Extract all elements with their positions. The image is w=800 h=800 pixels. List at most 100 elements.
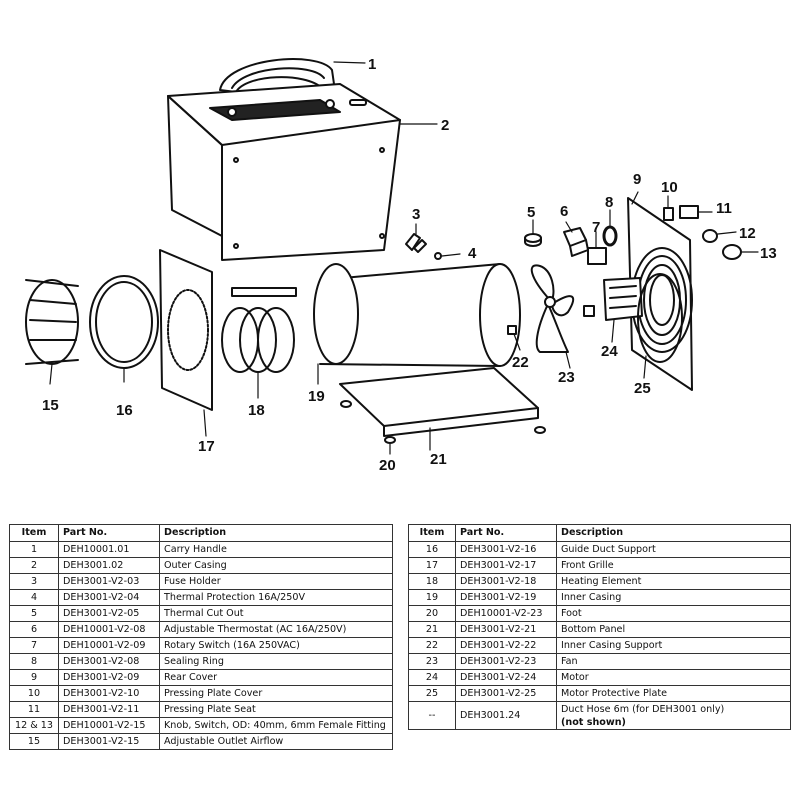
cell-item: 7 xyxy=(9,637,59,654)
cell-item-text: 4 xyxy=(30,591,38,603)
callout-6: 6 xyxy=(560,203,568,220)
callout-numbers: 1 2 3 4 5 6 7 8 9 10 11 12 13 15 16 17 1… xyxy=(42,56,777,474)
cell-description-text: Pressing Plate Cover xyxy=(164,687,263,699)
cell-part-no: DEH3001-V2-16 xyxy=(455,541,557,558)
header-description: Description xyxy=(159,524,393,542)
cell-description: Rear Cover xyxy=(159,669,393,686)
table-header-row: Item Part No. Description xyxy=(408,524,791,542)
header-item: Item xyxy=(9,524,59,542)
cell-item-text: 25 xyxy=(425,687,439,699)
cell-part-no: DEH3001-V2-25 xyxy=(455,685,557,702)
carry-handle-drawing xyxy=(219,58,335,93)
cell-description: Heating Element xyxy=(556,573,791,590)
cell-part-no-text: DEH3001-V2-03 xyxy=(63,575,140,587)
cell-description-text: Adjustable Thermostat (AC 16A/250V) xyxy=(164,623,347,635)
cell-description: Motor Protective Plate xyxy=(556,685,791,702)
exploded-view-diagram: 1 2 3 4 5 6 7 8 9 10 11 12 13 15 16 17 1… xyxy=(25,56,777,474)
inner-casing-drawing xyxy=(313,263,521,385)
cell-description-text: Pressing Plate Seat xyxy=(164,703,256,715)
cell-part-no-text: DEH3001-V2-10 xyxy=(63,687,140,699)
cell-description-text: Adjustable Outlet Airflow xyxy=(164,735,284,747)
cell-item: 11 xyxy=(9,701,59,718)
cell-description: Pressing Plate Cover xyxy=(159,685,393,702)
cell-part-no: DEH3001-V2-15 xyxy=(58,733,160,750)
cell-part-no-text: DEH3001-V2-23 xyxy=(460,655,537,667)
fuse-holder-drawing xyxy=(405,223,427,253)
cell-item-text: 10 xyxy=(27,687,41,699)
knob-13-drawing xyxy=(722,244,759,260)
cell-note-text: (not shown) xyxy=(561,717,626,728)
cell-part-no: DEH3001-V2-05 xyxy=(58,605,160,622)
callout-18: 18 xyxy=(248,402,265,419)
cell-description: Outer Casing xyxy=(159,557,393,574)
cell-description-text: Duct Hose 6m (for DEH3001 only) xyxy=(561,704,725,715)
cell-description: Guide Duct Support xyxy=(556,541,791,558)
cell-item-text: 17 xyxy=(425,559,439,571)
cell-description-text: Thermal Cut Out xyxy=(164,607,244,619)
outer-casing-drawing xyxy=(167,83,401,261)
cell-part-no-text: DEH3001-V2-21 xyxy=(460,623,537,635)
header-item: Item xyxy=(408,524,456,542)
cell-part-no: DEH3001-V2-24 xyxy=(455,669,557,686)
cell-part-no: DEH3001-V2-19 xyxy=(455,589,557,606)
cell-description-text: Sealing Ring xyxy=(164,655,224,667)
callout-13: 13 xyxy=(760,245,777,262)
cell-description-text: Motor xyxy=(561,671,589,683)
callout-8: 8 xyxy=(605,194,613,211)
cell-item: 5 xyxy=(9,605,59,622)
cell-part-no: DEH3001-V2-09 xyxy=(58,669,160,686)
motor-drawing xyxy=(583,277,643,343)
cell-part-no: DEH3001-V2-17 xyxy=(455,557,557,574)
cell-item-text: 16 xyxy=(425,543,439,555)
cell-part-no-text: DEH3001-V2-19 xyxy=(460,591,537,603)
callout-9: 9 xyxy=(633,171,641,188)
thermal-protection-drawing xyxy=(434,252,461,260)
cell-description-text: Rear Cover xyxy=(164,671,218,683)
front-grille-drawing xyxy=(159,249,213,437)
table-row: 10 DEH3001-V2-10 Pressing Plate Cover xyxy=(9,685,393,702)
cell-description: Duct Hose 6m (for DEH3001 only) (not show… xyxy=(556,701,791,730)
callout-5: 5 xyxy=(527,204,535,221)
cell-part-no-text: DEH3001-V2-24 xyxy=(460,671,537,683)
callout-3: 3 xyxy=(412,206,420,223)
cell-description: Front Grille xyxy=(556,557,791,574)
cell-item-text: 22 xyxy=(425,639,439,651)
cell-description-text: Fan xyxy=(561,655,578,667)
cell-item: 20 xyxy=(408,605,456,622)
cell-item: 3 xyxy=(9,573,59,590)
cell-item-text: 3 xyxy=(30,575,38,587)
cell-item: 4 xyxy=(9,589,59,606)
outlet-airflow-drawing xyxy=(25,279,79,385)
cell-description-text: Inner Casing Support xyxy=(561,639,663,651)
callout-16: 16 xyxy=(116,402,133,419)
callout-20: 20 xyxy=(379,457,396,474)
callout-15: 15 xyxy=(42,397,59,414)
callout-19: 19 xyxy=(308,388,325,405)
cell-description-text: Fuse Holder xyxy=(164,575,221,587)
cell-description: Adjustable Thermostat (AC 16A/250V) xyxy=(159,621,393,638)
cell-description-text: Carry Handle xyxy=(164,543,227,555)
cell-description: Knob, Switch, OD: 40mm, 6mm Female Fitti… xyxy=(159,717,393,734)
cell-item-text: 19 xyxy=(425,591,439,603)
cell-part-no: DEH3001-V2-10 xyxy=(58,685,160,702)
cell-description-text: Thermal Protection 16A/250V xyxy=(164,591,306,603)
cell-item-text: 12 & 13 xyxy=(15,719,53,731)
foot-drawing xyxy=(340,400,546,455)
callout-21: 21 xyxy=(430,451,447,468)
cell-part-no: DEH10001-V2-08 xyxy=(58,621,160,638)
cell-item-text: -- xyxy=(428,709,436,721)
bottom-panel-drawing xyxy=(339,367,539,451)
cell-item-text: 8 xyxy=(30,655,38,667)
